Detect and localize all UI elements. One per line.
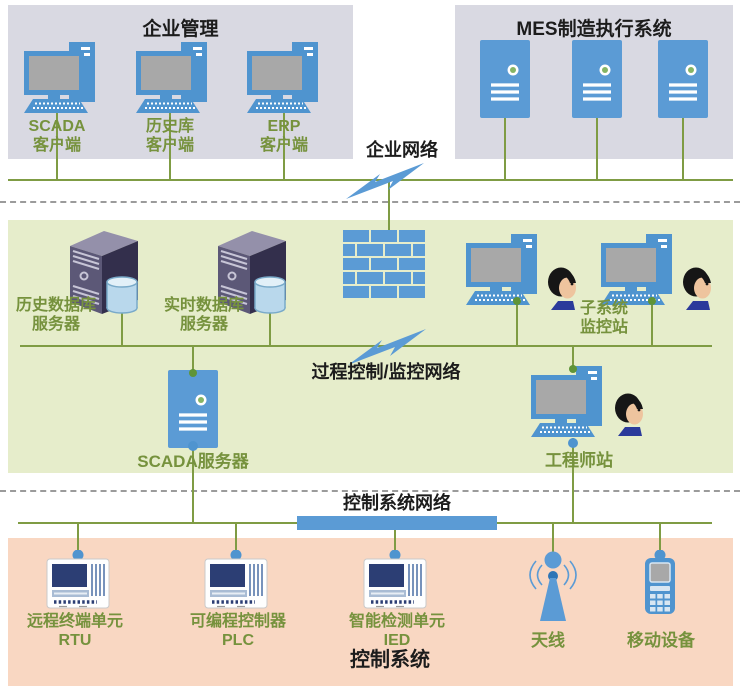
- desktop-computer-icon: [601, 234, 673, 306]
- desktop-computer-icon: [136, 42, 208, 114]
- server-tower-icon: [572, 40, 622, 118]
- connector-realtime-db: [269, 311, 271, 346]
- server-tower-icon: [658, 40, 708, 118]
- operator-head-icon: [548, 267, 576, 310]
- label-line-2: 监控站: [579, 319, 629, 336]
- controller-unit-icon: [45, 550, 111, 610]
- mobile-device-label: 移动设备: [627, 631, 695, 650]
- connector-history-client: [169, 112, 171, 180]
- antenna-icon: [529, 551, 577, 622]
- label-line-1: 历史库: [145, 118, 195, 135]
- handheld-device-icon: [644, 550, 676, 615]
- label-line-2: 客户端: [259, 137, 309, 154]
- ied-label: 智能检测单元 IED: [349, 612, 445, 650]
- connector-scada-server-bottom: [192, 446, 194, 523]
- lightning-bolt-icon: [348, 329, 426, 365]
- label-line-2: 客户端: [32, 137, 82, 154]
- junction-dot-blue: [568, 438, 578, 448]
- scada-server-label: SCADA服务器: [137, 452, 249, 471]
- connector-mes-server-1: [504, 118, 506, 180]
- junction-dot: [569, 365, 577, 373]
- connector-firewall: [388, 181, 390, 232]
- junction-dot: [189, 369, 197, 377]
- connector-plc: [235, 523, 237, 557]
- connector-history-db: [121, 311, 123, 346]
- connector-workstation-2: [651, 301, 653, 346]
- mes-section-title: MES制造执行系统: [516, 19, 672, 40]
- erp-client-label: ERP 客户端: [260, 117, 308, 155]
- process-network-bus: [20, 345, 712, 347]
- label-line-2: 服务器: [179, 316, 229, 333]
- label-line-2: 服务器: [31, 316, 81, 333]
- connector-erp-client: [283, 112, 285, 180]
- connector-mes-server-2: [596, 118, 598, 180]
- desktop-computer-icon: [24, 42, 96, 114]
- connector-mobile: [659, 523, 661, 556]
- label-line-1: 可编程控制器: [189, 613, 287, 630]
- operator-head-icon: [683, 267, 711, 310]
- label-line-1: 智能检测单元: [348, 613, 446, 630]
- label-line-1: 远程终端单元: [26, 613, 124, 630]
- lightning-bolt-icon: [346, 163, 424, 199]
- zone-divider-bottom: [0, 490, 740, 492]
- desktop-computer-icon: [531, 366, 603, 438]
- rtu-label: 远程终端单元 RTU: [27, 612, 123, 650]
- plc-label: 可编程控制器 PLC: [190, 612, 286, 650]
- antenna-label: 天线: [531, 631, 565, 650]
- connector-workstation-1: [516, 301, 518, 346]
- connector-scada-client: [56, 112, 58, 180]
- label-line-1: 子系统: [579, 300, 629, 317]
- process-network-label: 过程控制/监控网络: [311, 362, 461, 382]
- label-line-2: PLC: [221, 632, 254, 649]
- control-network-bar: [297, 516, 497, 530]
- label-line-2: 客户端: [145, 137, 195, 154]
- junction-dot: [648, 297, 656, 305]
- connector-engineer-top: [572, 346, 574, 369]
- label-line-2: RTU: [58, 632, 92, 649]
- enterprise-section-title: 企业管理: [142, 19, 219, 40]
- label-line-1: 历史数据库: [15, 297, 97, 314]
- connector-mes-server-3: [682, 118, 684, 180]
- desktop-computer-icon: [247, 42, 319, 114]
- label-line-1: SCADA: [28, 118, 86, 135]
- junction-dot: [513, 297, 521, 305]
- label-line-1: 实时数据库: [163, 297, 245, 314]
- enterprise-network-bus: [8, 179, 733, 181]
- enterprise-network-label: 企业网络: [366, 140, 438, 160]
- history-db-label: 历史数据库 服务器: [16, 296, 96, 334]
- controller-unit-icon: [203, 550, 269, 610]
- scada-client-label: SCADA 客户端: [29, 117, 86, 155]
- control-system-title: 控制系统: [350, 649, 430, 671]
- engineer-station-label: 工程师站: [545, 451, 613, 470]
- junction-dot-blue: [188, 441, 198, 451]
- connector-ied: [394, 523, 396, 557]
- firewall-brick-icon: [343, 230, 425, 298]
- connector-antenna: [552, 523, 554, 555]
- desktop-computer-icon: [466, 234, 538, 306]
- server-tower-icon: [480, 40, 530, 118]
- label-line-1: ERP: [267, 118, 301, 135]
- history-client-label: 历史库 客户端: [146, 117, 194, 155]
- operator-head-icon: [615, 393, 643, 436]
- label-line-2: IED: [383, 632, 411, 649]
- connector-rtu: [77, 523, 79, 557]
- connector-engineer-bottom: [572, 438, 574, 523]
- subsystem-station-label: 子系统 监控站: [580, 299, 628, 337]
- zone-divider-top: [0, 201, 740, 203]
- server-tower-icon: [168, 370, 218, 448]
- realtime-db-label: 实时数据库 服务器: [164, 296, 244, 334]
- connector-scada-server-top: [192, 346, 194, 373]
- control-network-label: 控制系统网络: [343, 493, 451, 513]
- controller-unit-icon: [362, 550, 428, 610]
